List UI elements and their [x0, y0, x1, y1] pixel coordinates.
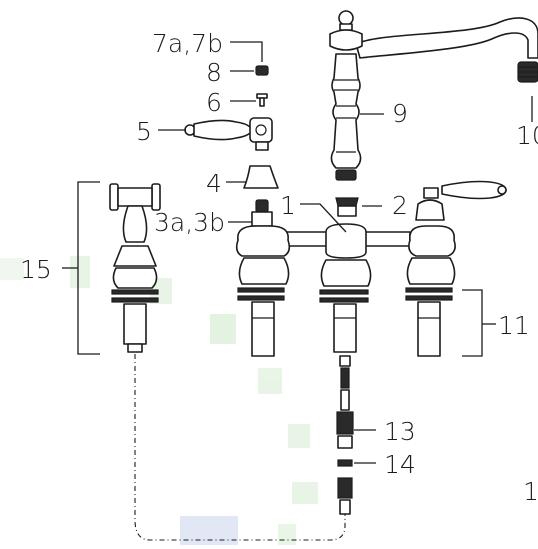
label-2: 2 — [392, 191, 408, 220]
leader-lines — [62, 41, 533, 464]
screw-part-6 — [256, 93, 268, 107]
label-15: 15 — [20, 255, 52, 284]
cartridge-part-3 — [251, 199, 273, 227]
label-8: 8 — [206, 58, 222, 87]
hose-assembly — [336, 355, 354, 515]
label-6: 6 — [206, 88, 222, 117]
handset-part-15 — [109, 183, 161, 353]
label-12: 12 — [523, 477, 538, 506]
bridge-body — [235, 180, 507, 357]
label-14: 14 — [384, 450, 416, 479]
lever-part-5 — [184, 117, 273, 151]
label-5: 5 — [136, 117, 152, 146]
cap-part-8 — [255, 65, 269, 76]
label-10: 10 — [516, 121, 538, 150]
part-labels: 7a,7b 8 6 5 4 3a,3b 1 2 9 10 11 12 13 14… — [20, 29, 538, 506]
label-9: 9 — [392, 99, 408, 128]
spout-part-9 — [329, 10, 538, 181]
hose-path-line — [134, 354, 346, 541]
label-11: 11 — [498, 311, 530, 340]
background-tint — [0, 256, 318, 545]
label-13: 13 — [384, 417, 416, 446]
label-4: 4 — [206, 169, 222, 198]
nut-part-2 — [335, 197, 359, 217]
label-1: 1 — [280, 191, 296, 220]
label-7a-7b: 7a,7b — [152, 29, 223, 58]
shroud-part-4 — [243, 165, 279, 189]
label-3a-3b: 3a,3b — [154, 208, 225, 237]
